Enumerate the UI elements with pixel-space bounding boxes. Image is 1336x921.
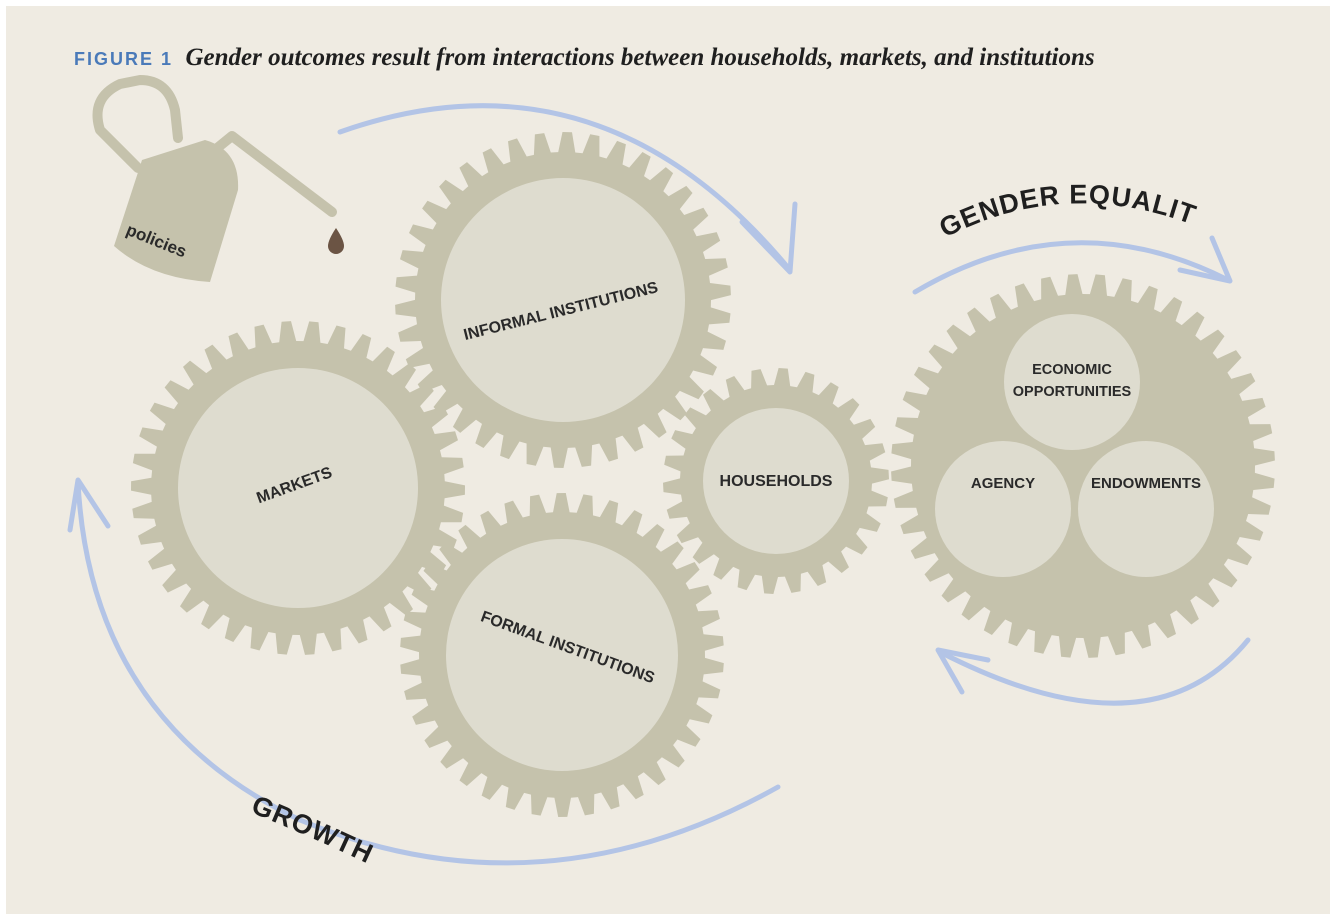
economic-opportunities-circle [1004,314,1140,450]
economic-opportunities-label-line2: OPPORTUNITIES [1013,384,1132,400]
growth-text: GROWTH [248,790,378,870]
endowments-circle [1078,441,1214,577]
oil-can-handle [92,75,183,173]
endowments-label: ENDOWMENTS [1091,475,1201,492]
agency-circle [935,441,1071,577]
arrow-gender-equality-head [1177,235,1233,284]
figure-caption: FIGURE 1 Gender outcomes result from int… [74,44,1095,72]
growth-label: GROWTH [248,790,379,870]
arrow-growth-head [67,477,111,533]
arrow-top-institutions-head [739,201,798,275]
households-gear-face [703,408,849,554]
oil-can: policies [92,75,344,282]
oil-can-body [114,140,239,282]
agency-label: AGENCY [971,475,1035,492]
arrow-gender-equality [912,240,1231,295]
arrow-top-institutions [337,103,793,273]
arrow-return-head [935,647,991,695]
gear-layer [131,132,1275,817]
oil-drop-icon [328,228,344,254]
informal-institutions-gear-face [441,178,685,422]
markets-gear-face [178,368,418,608]
figure-title: Gender outcomes result from interactions… [185,44,1095,71]
arrow-growth [75,479,781,866]
figure-label: FIGURE 1 [74,49,174,69]
arrow-return [937,637,1251,706]
formal-institutions-gear-face [446,539,678,771]
economic-opportunities-label-line1: ECONOMIC [1032,362,1112,378]
households-label: HOUSEHOLDS [720,473,833,490]
